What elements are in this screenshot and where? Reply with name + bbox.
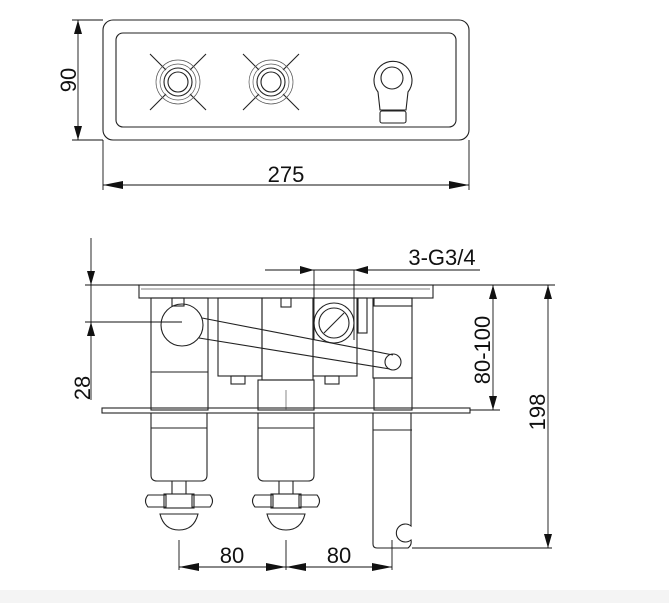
dim-90: 90 (56, 19, 103, 141)
outlet-circle (160, 303, 204, 347)
top-view: 90 275 (56, 19, 470, 190)
block-center (261, 297, 314, 381)
connecting-bar (198, 317, 394, 370)
side-view: 28 3-G3/4 80-100 198 80 80 (70, 238, 555, 571)
handle-side-left (144, 413, 214, 531)
connection-label: 3-G3/4 (408, 245, 475, 270)
top-plate (138, 284, 434, 299)
handle-side-right (251, 413, 321, 531)
faceplate-outer (102, 19, 470, 141)
faceplate-inner (115, 32, 457, 128)
dim-28: 28 (70, 238, 182, 400)
valve-body-left (150, 297, 209, 411)
block-left (217, 297, 263, 377)
dim-198-label: 198 (525, 394, 550, 431)
dim-spacing: 80 80 (178, 540, 393, 571)
dim-28-label: 28 (70, 376, 95, 400)
dim-80-100-label: 80-100 (470, 316, 495, 385)
spacing-dim-2: 80 (327, 543, 351, 568)
footer-band (0, 590, 669, 603)
dim-90-label: 90 (56, 68, 81, 92)
diverter-body (372, 297, 413, 379)
dim-198: 198 (412, 285, 552, 549)
handle-top-right (242, 53, 300, 111)
handle-top-left (149, 53, 207, 111)
dim-80-100: 80-100 (433, 284, 555, 411)
diverter-top (373, 60, 413, 124)
dim-275-label: 275 (268, 162, 305, 187)
dim-3-g3-4: 3-G3/4 (265, 245, 480, 340)
diverter-hook (372, 413, 412, 549)
dim-275: 275 (102, 140, 470, 190)
wall-plate (101, 407, 471, 414)
spacing-dim-1: 80 (220, 543, 244, 568)
